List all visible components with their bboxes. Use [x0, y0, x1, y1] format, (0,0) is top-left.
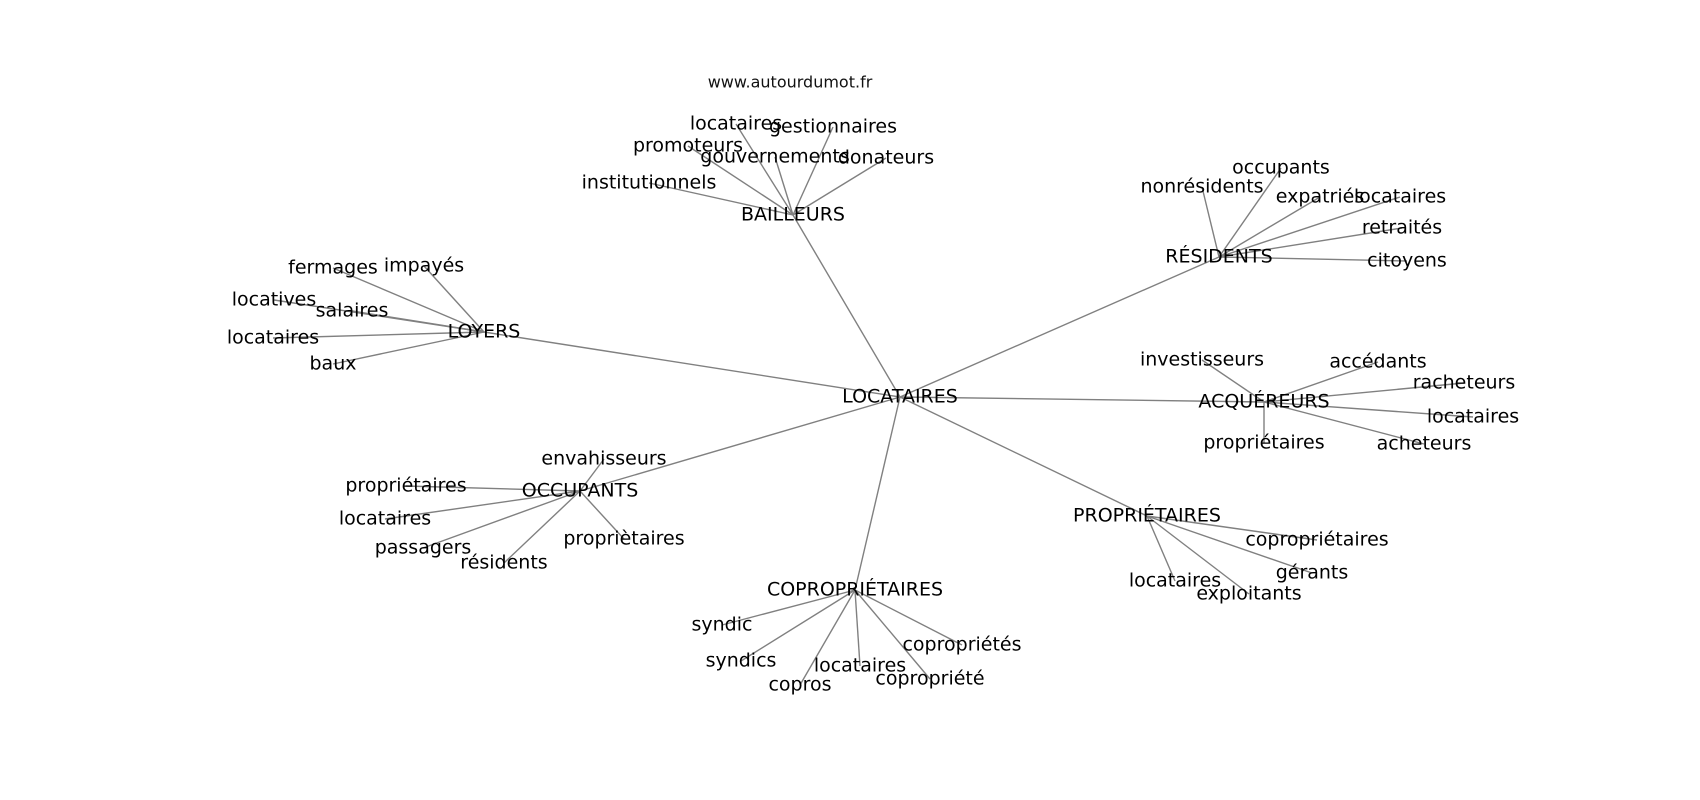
edge-cluster-to-word — [687, 145, 794, 216]
graph-labels: LOCATAIRESBAILLEURSlocatairesgestionnair… — [227, 113, 1519, 696]
word-node: locataires — [1354, 186, 1446, 208]
word-node: locataires — [690, 113, 782, 135]
cluster-node: RÉSIDENTS — [1165, 245, 1272, 268]
edge-cluster-to-word — [1218, 256, 1408, 262]
cluster-node: COPROPRIÉTAIRES — [767, 578, 943, 601]
word-node: acheteurs — [1377, 433, 1472, 455]
edge-cluster-to-word — [503, 490, 581, 564]
edge-cluster-to-word — [1263, 361, 1379, 403]
edge-cluster-to-word — [740, 589, 856, 662]
word-node: résidents — [460, 552, 547, 574]
edge-center-to-cluster — [579, 396, 901, 492]
cluster-node: PROPRIÉTAIRES — [1073, 504, 1221, 527]
word-node: accédants — [1329, 351, 1426, 373]
word-node: impayés — [384, 255, 464, 277]
word-node: copropriétés — [902, 634, 1021, 656]
word-node: propriétaires — [1203, 432, 1324, 454]
edge-cluster-to-word — [792, 157, 887, 216]
word-node: copropriétaires — [1245, 529, 1388, 551]
edge-cluster-to-word — [854, 589, 963, 646]
edge-center-to-cluster — [899, 256, 1220, 398]
word-node: investisseurs — [1140, 349, 1264, 371]
edge-cluster-to-word — [1201, 186, 1220, 258]
word-node: locataires — [1129, 570, 1221, 592]
word-node: syndic — [692, 614, 753, 636]
word-node: copros — [768, 674, 831, 696]
center-node: LOCATAIRES — [842, 386, 958, 408]
edge-cluster-to-word — [422, 490, 581, 549]
word-node: locataires — [227, 327, 319, 349]
word-node: envahisseurs — [541, 448, 666, 470]
word-node: passagers — [375, 537, 472, 559]
edge-cluster-to-word — [405, 485, 581, 492]
edge-center-to-cluster — [899, 396, 1265, 403]
edge-cluster-to-word — [648, 182, 794, 216]
edge-cluster-to-word — [579, 490, 625, 540]
word-node: citoyens — [1367, 250, 1447, 272]
edge-cluster-to-word — [332, 267, 485, 333]
word-node: locataires — [1427, 406, 1519, 428]
edge-cluster-to-word — [854, 589, 931, 680]
word-node: gérants — [1276, 562, 1349, 584]
word-node: syndics — [706, 650, 777, 672]
word-node: propriétaires — [345, 475, 466, 497]
cluster-node: OCCUPANTS — [522, 480, 639, 502]
word-node: copropriété — [875, 668, 984, 690]
edge-cluster-to-word — [1263, 401, 1474, 418]
cluster-node: BAILLEURS — [741, 204, 845, 226]
edge-cluster-to-word — [774, 156, 794, 216]
edge-cluster-to-word — [1201, 359, 1265, 403]
edge-cluster-to-word — [1146, 515, 1318, 541]
edge-cluster-to-word — [854, 589, 861, 667]
cluster-node: ACQUÉREURS — [1198, 390, 1329, 413]
edge-cluster-to-word — [272, 331, 485, 339]
word-node: salaires — [316, 300, 389, 322]
edge-cluster-to-word — [1218, 196, 1321, 258]
edge-center-to-cluster — [483, 331, 901, 398]
edge-cluster-to-word — [721, 589, 856, 626]
edge-center-to-cluster — [854, 396, 901, 591]
edge-cluster-to-word — [1146, 515, 1250, 595]
word-node: occupants — [1232, 157, 1330, 179]
edge-cluster-to-word — [1263, 382, 1465, 403]
word-node: propriètaires — [563, 528, 684, 550]
edge-cluster-to-word — [1218, 196, 1401, 258]
edge-cluster-to-word — [384, 490, 581, 520]
word-node: baux — [310, 353, 357, 375]
word-node: nonrésidents — [1140, 176, 1263, 198]
edge-cluster-to-word — [351, 310, 485, 333]
word-node: locataires — [814, 655, 906, 677]
word-node: institutionnels — [582, 172, 717, 194]
word-node: gouvernements — [700, 146, 849, 168]
word-node: locataires — [339, 508, 431, 530]
word-node: gestionnaires — [769, 116, 897, 138]
word-node: promoteurs — [633, 135, 743, 157]
word-node: fermages — [288, 257, 378, 279]
edge-cluster-to-word — [332, 331, 485, 365]
edge-cluster-to-word — [1218, 227, 1403, 258]
edge-cluster-to-word — [792, 126, 834, 216]
word-node: locatives — [232, 289, 317, 311]
word-node: exploitants — [1196, 583, 1301, 605]
word-node: racheteurs — [1413, 372, 1516, 394]
edge-cluster-to-word — [1263, 401, 1425, 445]
edge-cluster-to-word — [423, 265, 485, 333]
edge-cluster-to-word — [799, 589, 856, 686]
edge-cluster-to-word — [735, 123, 794, 216]
edge-cluster-to-word — [579, 458, 605, 492]
graph-edges — [272, 123, 1474, 686]
edge-center-to-cluster — [792, 214, 901, 398]
word-node: donateurs — [838, 147, 934, 169]
edge-center-to-cluster — [899, 396, 1148, 517]
word-node: retraités — [1362, 217, 1442, 239]
site-url: www.autourdumot.fr — [707, 72, 873, 92]
edge-cluster-to-word — [1146, 515, 1176, 582]
edge-cluster-to-word — [1218, 167, 1282, 258]
word-node: expatriés — [1276, 186, 1364, 208]
edge-cluster-to-word — [1146, 515, 1313, 574]
cluster-node: LOYERS — [448, 321, 521, 343]
